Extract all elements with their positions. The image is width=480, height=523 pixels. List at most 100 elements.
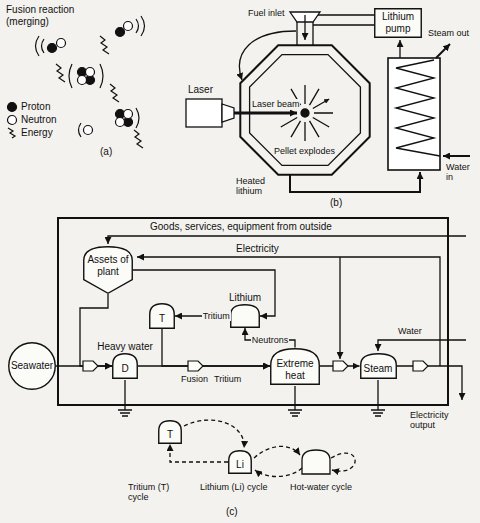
flow-label: Fusion — [181, 374, 208, 384]
heat-sink — [118, 380, 132, 416]
neutron-particle — [124, 22, 133, 31]
tank-outline — [271, 348, 320, 384]
storage-tank: Li — [228, 450, 252, 474]
storage-tank: Lithium — [228, 292, 262, 328]
tank-outline — [360, 354, 396, 379]
work-gate — [413, 361, 428, 371]
legend: ProtonNeutronEnergy — [6, 100, 57, 139]
cycle-label: Tritium (T) cycle — [128, 482, 188, 503]
part-label: Water in — [446, 162, 476, 183]
flow-label: Goods, services, equipment from outside — [150, 221, 332, 233]
node-text: Extreme heat — [273, 358, 317, 382]
tank-outline — [159, 421, 182, 444]
node-shape: Lithium pump — [374, 8, 422, 38]
legend-symbol — [6, 101, 18, 113]
flow-label: Electricity output — [410, 410, 458, 431]
energy-symbol — [8, 128, 15, 138]
lithium-return-pipe — [399, 40, 400, 58]
cycle-label: Hot-water cycle — [290, 482, 370, 492]
energy-zigzag — [134, 130, 143, 148]
energy-zigzag — [56, 64, 65, 82]
legend-item: Neutron — [6, 113, 57, 126]
source-circle: Seawater — [8, 342, 56, 390]
flow-connector — [245, 328, 295, 348]
neutron-particle — [57, 39, 66, 48]
panel-letter: (c) — [226, 506, 238, 518]
storage-tank: T — [158, 420, 182, 444]
part-label: Heated lithium — [236, 176, 280, 197]
node-heading: Lithium — [228, 292, 262, 304]
fuel-pellet — [301, 109, 309, 117]
heat-sink — [288, 386, 302, 416]
motion-arc — [69, 64, 103, 88]
lithium-pipe — [313, 15, 374, 25]
motion-arc — [36, 36, 45, 56]
neutron-particle — [78, 76, 87, 85]
cycle-loop — [331, 453, 355, 471]
node-shape: T — [149, 303, 175, 329]
node-text: Lithium pump — [377, 11, 419, 35]
node-text: Seawater — [11, 360, 53, 372]
legend-text: Energy — [21, 127, 53, 138]
cycle-loop — [254, 446, 300, 458]
connector-label: Tritium — [202, 311, 231, 321]
rect-outline — [375, 9, 422, 38]
node-text: Assets of plant — [87, 254, 129, 278]
storage-tank: Extreme heat — [270, 348, 320, 385]
storage-tank: Steam — [360, 353, 397, 379]
heat-sink — [371, 380, 385, 416]
work-gate — [333, 361, 348, 371]
laser-nozzle — [222, 104, 234, 122]
panel-letter: (b) — [330, 197, 342, 209]
neutron-particle — [86, 68, 95, 77]
flow-connector — [170, 444, 228, 462]
heat-exchanger — [388, 58, 440, 170]
node-shape: Li — [228, 450, 252, 474]
laser-beam — [234, 112, 297, 115]
neutron-particle — [124, 110, 133, 119]
flow-label: Electricity — [236, 243, 279, 255]
proton-particle — [48, 44, 57, 53]
reactor-chamber — [240, 45, 369, 174]
node-shape — [230, 304, 260, 328]
node-shape: T — [158, 420, 182, 444]
steam-coil — [396, 60, 440, 156]
part-label: Pellet explodes — [274, 146, 335, 156]
connector-label: Neutrons — [251, 335, 290, 345]
legend-item: Proton — [6, 100, 57, 113]
output-line — [397, 366, 462, 400]
flow-label: Water — [398, 326, 422, 336]
cycle-label: Lithium (Li) cycle — [200, 482, 290, 492]
tank-outline — [150, 304, 175, 329]
part-label: Fuel inlet — [248, 8, 285, 18]
work-gate — [188, 361, 203, 371]
neutron-particle — [116, 118, 125, 127]
laser-device — [186, 99, 222, 127]
water-line — [378, 340, 466, 351]
tank-outline — [113, 354, 138, 379]
water-arrow — [443, 155, 470, 157]
lithium-pipe — [239, 31, 296, 80]
chamber-wall — [250, 55, 361, 166]
cycle-loop — [184, 420, 244, 448]
system-boundary — [58, 218, 448, 405]
node-shape: D — [112, 353, 138, 379]
storage-tank: T — [149, 303, 175, 329]
proton-symbol — [8, 102, 17, 111]
legend-symbol — [6, 114, 18, 126]
steam-arrow — [436, 44, 450, 58]
cycle-loop — [255, 468, 302, 477]
flow-label: Tritium — [214, 374, 241, 384]
node-text: T — [159, 313, 165, 325]
heated-lithium-pipe — [290, 172, 420, 192]
fuel-arrow — [304, 15, 305, 40]
electricity-line — [339, 257, 340, 359]
part-label: Laser beam — [252, 99, 300, 109]
node-text: D — [121, 363, 128, 375]
motion-arc — [136, 16, 145, 36]
proton-particle — [116, 28, 125, 37]
tank-outline — [229, 451, 252, 474]
tank-outline — [231, 305, 260, 328]
